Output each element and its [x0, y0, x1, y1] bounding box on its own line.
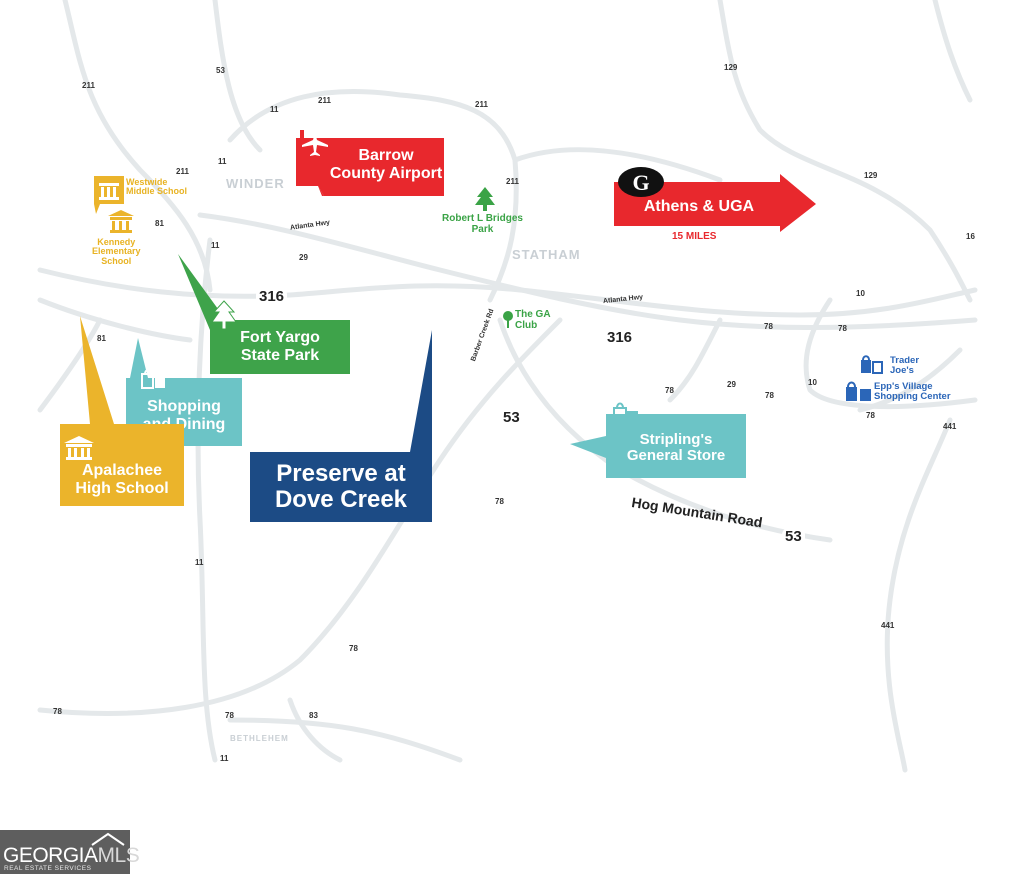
- road: [512, 147, 723, 183]
- bridges-park-label: Robert L Bridges Park: [442, 213, 523, 235]
- roof-icon: [91, 832, 125, 846]
- logo-brand-b: MLS: [97, 844, 140, 867]
- road: [287, 697, 343, 763]
- town-label: WINDER: [226, 176, 285, 191]
- route-marker: 211: [475, 100, 488, 109]
- road: [37, 317, 103, 413]
- road: [37, 297, 193, 343]
- stripling-sign-shape: [570, 414, 746, 478]
- route-marker: 53: [216, 66, 225, 75]
- apalachee-sign-label: Apalachee High School: [75, 462, 169, 497]
- road: [62, 0, 213, 293]
- route-marker: 441: [881, 621, 895, 630]
- route-marker: 211: [176, 167, 189, 176]
- trader-joes-label: Trader Joe's: [890, 355, 920, 376]
- airport-sign-label: Barrow County Airport: [329, 147, 443, 182]
- kennedy-label: Kennedy Elementary School: [92, 237, 141, 266]
- fort-yargo-sign-shape: [178, 254, 350, 374]
- route-marker: 78: [53, 707, 62, 716]
- route-marker: 83: [309, 711, 318, 720]
- route-marker: 78: [665, 386, 674, 395]
- route-marker: 29: [727, 380, 736, 389]
- preserve-sign-shape: [250, 330, 432, 522]
- fort-yargo-sign-label: Fort Yargo State Park: [240, 329, 320, 364]
- route-marker: 16: [966, 232, 975, 241]
- route-marker: 211: [318, 96, 331, 105]
- road: [212, 0, 263, 153]
- road: [884, 417, 953, 773]
- town-label: STATHAM: [512, 247, 581, 262]
- route-shield: 53: [500, 408, 523, 427]
- school-icon: [94, 176, 124, 214]
- logo-brand-a: GEORGIA: [3, 844, 98, 867]
- route-shield: 53: [782, 527, 805, 546]
- georgia-mls-logo: GEORGIAMLS REAL ESTATE SERVICES: [0, 830, 140, 874]
- ga-club-label: The GA Club: [515, 309, 551, 331]
- route-marker: 211: [82, 81, 95, 90]
- route-marker: 11: [270, 105, 279, 114]
- route-marker: 78: [765, 391, 774, 400]
- route-marker: 11: [211, 241, 220, 250]
- golf-pin-icon: [503, 311, 513, 328]
- road: [37, 317, 563, 716]
- route-shield: 316: [604, 328, 636, 347]
- route-marker: 11: [220, 754, 229, 763]
- shopping-bags-icon: [846, 381, 871, 401]
- road: [857, 347, 963, 413]
- athens-sign-label: Athens & UGA: [643, 198, 755, 216]
- road: [197, 212, 978, 330]
- route-marker: 78: [764, 322, 773, 331]
- route-marker: 81: [155, 219, 164, 228]
- preserve-sign-label: Preserve at Dove Creek: [274, 459, 408, 513]
- route-marker: 10: [856, 289, 865, 298]
- shopping-sign-shape: [126, 338, 242, 446]
- route-marker: 11: [195, 558, 204, 567]
- school-icon: [64, 436, 94, 460]
- route-marker: 129: [724, 63, 738, 72]
- stripling-sign-label: Stripling's General Store: [626, 430, 726, 464]
- road: [803, 297, 978, 410]
- georgia-g-icon: G: [618, 167, 664, 197]
- route-marker: 78: [866, 411, 875, 420]
- airplane-icon: [302, 132, 328, 156]
- route-shield: 316: [256, 287, 288, 306]
- route-marker: 129: [864, 171, 878, 180]
- route-marker: 211: [506, 177, 519, 186]
- westwide-label: Westwide Middle School: [126, 177, 188, 197]
- logo-wordmark: GEORGIAMLS: [3, 844, 140, 868]
- route-marker: 78: [349, 644, 358, 653]
- road: [932, 0, 973, 103]
- route-marker: 78: [225, 711, 234, 720]
- logo-tagline: REAL ESTATE SERVICES: [4, 865, 92, 872]
- town-label: BETHLEHEM: [230, 734, 289, 743]
- shopping-bags-icon: [613, 402, 638, 424]
- epps-label: Epp's Village Shopping Center: [874, 381, 951, 402]
- athens-sign-shape: [614, 174, 816, 232]
- tree-icon: [475, 187, 495, 211]
- school-icon: [108, 210, 134, 233]
- route-marker: 81: [97, 334, 106, 343]
- route-marker: 441: [943, 422, 957, 431]
- road: [195, 237, 218, 763]
- route-marker: 78: [495, 497, 504, 506]
- athens-distance: 15 MILES: [672, 231, 717, 242]
- route-marker: 10: [808, 378, 817, 387]
- route-marker: 29: [299, 253, 308, 262]
- route-marker: 11: [218, 157, 227, 166]
- road: [667, 317, 723, 403]
- road: [227, 88, 519, 303]
- road: [227, 717, 463, 763]
- road: [717, 0, 973, 303]
- shopping-bags-icon: [141, 369, 165, 389]
- airport-sign-shape: [296, 130, 444, 196]
- tree-icon: [211, 300, 237, 330]
- shopping-bags-icon: [861, 355, 883, 374]
- route-marker: 78: [838, 324, 847, 333]
- svg-text:G: G: [632, 170, 649, 195]
